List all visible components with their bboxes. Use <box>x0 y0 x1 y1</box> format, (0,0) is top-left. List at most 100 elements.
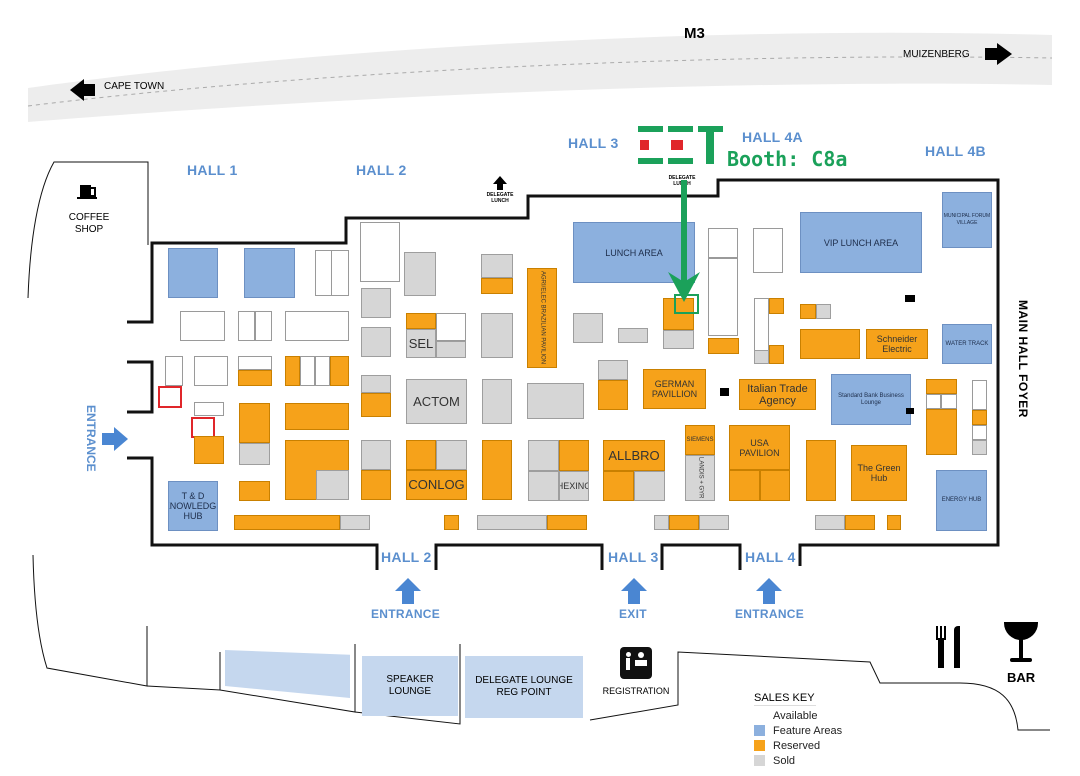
booth-reserved[interactable] <box>406 313 436 329</box>
booth-sold[interactable] <box>481 313 513 358</box>
booth-feature[interactable] <box>168 248 218 298</box>
booth-reserved[interactable] <box>800 329 860 359</box>
booth-sold[interactable] <box>634 471 665 501</box>
booth[interactable] <box>238 311 255 341</box>
booth[interactable] <box>331 250 349 296</box>
booth[interactable] <box>926 394 941 409</box>
booth[interactable] <box>753 228 783 273</box>
booth-reserved[interactable] <box>361 470 391 500</box>
booth-sold[interactable] <box>663 330 694 349</box>
booth-reserved[interactable] <box>769 298 784 314</box>
booth[interactable] <box>238 356 272 370</box>
booth-reserved[interactable] <box>845 515 875 530</box>
booth-sold[interactable] <box>436 440 467 470</box>
booth-reserved[interactable] <box>406 440 436 470</box>
booth-standard-bank[interactable]: Standard Bank Business Lounge <box>831 374 911 425</box>
booth-sold[interactable] <box>340 515 370 530</box>
booth[interactable] <box>360 222 400 282</box>
booth-sold[interactable] <box>815 515 845 530</box>
booth-sold[interactable] <box>972 440 987 455</box>
booth-sold[interactable] <box>528 440 559 471</box>
booth-reserved[interactable] <box>603 471 634 501</box>
booth-reserved[interactable] <box>760 470 790 501</box>
booth-lunch-area[interactable]: LUNCH AREA <box>573 222 695 283</box>
booth-allbro[interactable]: ALLBRO <box>603 440 665 471</box>
booth-sold[interactable] <box>754 350 769 364</box>
booth-reserved[interactable] <box>481 278 513 294</box>
booth[interactable] <box>972 380 987 410</box>
booth-energy-hub[interactable]: ENERGY HUB <box>936 470 987 531</box>
booth-municipal-forum[interactable]: MUNICIPAL FORUM VILLAGE <box>942 192 992 248</box>
booth[interactable] <box>285 311 349 341</box>
booth-reserved[interactable] <box>769 345 784 364</box>
booth-reserved[interactable] <box>234 515 340 530</box>
booth-reserved[interactable] <box>482 440 512 500</box>
booth-reserved[interactable] <box>669 515 699 530</box>
booth[interactable] <box>436 313 466 341</box>
booth-reserved[interactable] <box>285 403 349 430</box>
booth-reserved[interactable] <box>361 393 391 417</box>
booth-sold[interactable] <box>361 440 391 470</box>
booth-reserved[interactable] <box>972 410 987 425</box>
booth[interactable] <box>300 356 315 386</box>
booth-reserved[interactable] <box>663 298 694 330</box>
booth-reserved[interactable] <box>239 403 270 443</box>
booth[interactable] <box>255 311 272 341</box>
booth-reserved[interactable] <box>708 338 739 354</box>
booth-usa-pavilion[interactable]: USA PAVILION <box>729 425 790 470</box>
booth-reserved[interactable] <box>800 304 816 319</box>
booth-reserved[interactable] <box>239 481 270 501</box>
booth-reserved[interactable] <box>194 436 224 464</box>
booth[interactable] <box>708 258 738 336</box>
booth-sel[interactable]: SEL <box>406 329 436 358</box>
booth-sold[interactable] <box>699 515 729 530</box>
booth-feature[interactable] <box>244 248 295 298</box>
booth[interactable] <box>165 356 183 386</box>
booth[interactable] <box>180 311 225 341</box>
booth-hexing[interactable]: HEXING <box>559 471 589 501</box>
booth-reserved[interactable] <box>238 370 272 386</box>
booth-agri-pavilion[interactable]: AGRI/ELEC BRAZILIAN PAVILION <box>527 268 557 368</box>
booth-german-pavilion[interactable]: GERMAN PAVILLION <box>643 369 706 409</box>
booth-sold[interactable] <box>361 375 391 393</box>
booth-sold[interactable] <box>528 471 559 501</box>
booth-sold[interactable] <box>477 515 547 530</box>
booth-sold[interactable] <box>598 360 628 380</box>
booth-sold[interactable] <box>436 341 466 358</box>
booth-sold[interactable] <box>573 313 603 343</box>
booth-reserved[interactable] <box>806 440 836 501</box>
booth-reserved[interactable] <box>926 379 957 394</box>
booth-sold[interactable] <box>618 328 648 343</box>
booth-schneider[interactable]: Schneider Electric <box>866 329 928 359</box>
booth[interactable] <box>315 356 330 386</box>
booth[interactable] <box>941 394 957 409</box>
booth-sold[interactable] <box>482 379 512 424</box>
booth-siemens[interactable]: SIEMENS <box>685 425 715 455</box>
booth-reserved[interactable] <box>330 356 349 386</box>
booth-actom[interactable]: ACTOM <box>406 379 467 424</box>
booth[interactable] <box>194 356 228 386</box>
booth-green-hub[interactable]: The Green Hub <box>851 445 907 501</box>
booth-reserved[interactable] <box>559 440 589 471</box>
booth-reserved[interactable] <box>887 515 901 530</box>
booth-sold[interactable] <box>239 443 270 465</box>
booth-sold[interactable] <box>316 470 349 500</box>
booth-landis-gyr[interactable]: LANDIS + GYR <box>685 455 715 501</box>
booth-reserved[interactable] <box>444 515 459 530</box>
booth-sold[interactable] <box>404 252 436 296</box>
booth-italian-trade[interactable]: Italian Trade Agency <box>739 379 816 410</box>
booth-sold[interactable] <box>816 304 831 319</box>
booth-water-track[interactable]: WATER TRACK <box>942 324 992 364</box>
booth[interactable] <box>972 425 987 440</box>
booth-sold[interactable] <box>361 288 391 318</box>
booth-sold[interactable] <box>654 515 669 530</box>
booth-reserved[interactable] <box>547 515 587 530</box>
booth-conlog[interactable]: CONLOG <box>406 470 467 500</box>
booth[interactable] <box>708 228 738 258</box>
booth-sold[interactable] <box>361 327 391 357</box>
booth-sold[interactable] <box>527 383 584 419</box>
booth-reserved[interactable] <box>285 356 300 386</box>
booth-reserved[interactable] <box>598 380 628 410</box>
booth-reserved[interactable] <box>926 409 957 455</box>
booth-reserved[interactable] <box>729 470 760 501</box>
